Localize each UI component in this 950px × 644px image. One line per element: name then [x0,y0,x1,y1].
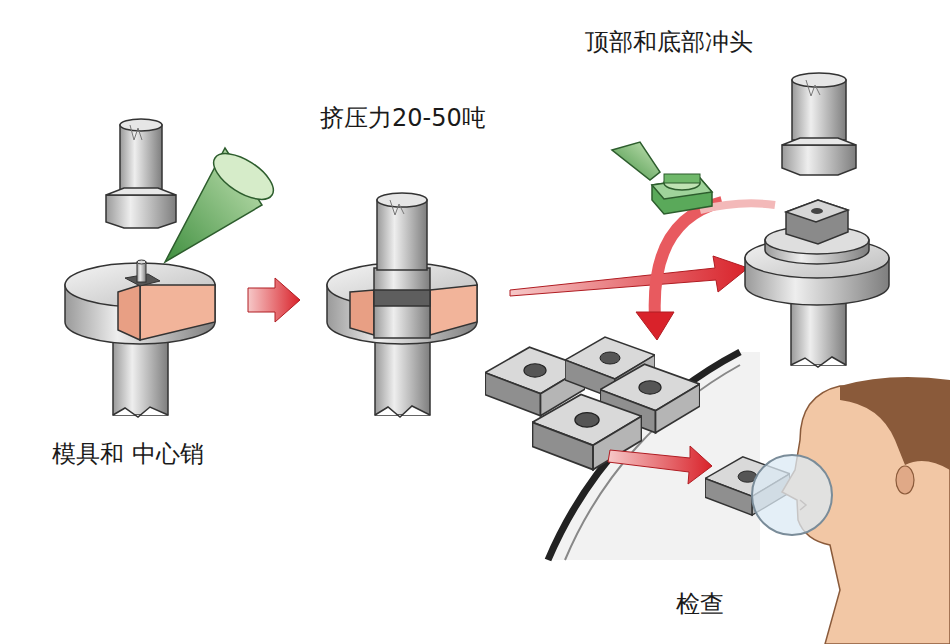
inspection-part [840,377,950,470]
press-3-part [786,200,848,222]
punch-label: 顶部和底部冲头 [585,28,753,57]
pressure-label: 挤压力20-50吨 [320,104,486,133]
press-3-part [792,73,846,87]
step-arrow-part [248,278,300,322]
step-arrow [248,278,300,322]
inspection-part [896,466,914,494]
press-3-part [791,300,846,365]
press-3-part [786,200,848,244]
transfer-arrows-part [655,202,722,318]
punch-1 [106,119,176,228]
die-2-part [374,290,430,306]
inspection-part [608,446,712,484]
die-2-part [374,268,430,338]
die-1 [65,260,215,417]
press-3-part [811,208,823,214]
powder-funnel-part [206,145,280,209]
die-1-part [113,407,168,417]
inspection-part [752,455,832,535]
green-feeder-part [612,142,660,180]
transfer-arrows-part [510,256,748,296]
die-2-part [350,290,374,335]
die-2-part [430,285,477,335]
die-1-part [118,285,140,340]
inspection-label: 检查 [676,590,724,619]
die-2-part [375,406,430,417]
punch-2-part [390,200,404,215]
punch-2-part [377,193,427,207]
inspection [608,377,950,644]
punch-1-part [120,119,162,131]
press-3-part [792,80,846,140]
green-feeder [612,142,712,214]
press-3-part [782,145,856,175]
press-3-part [806,80,820,96]
die-2 [327,263,477,417]
transfer-arrows [510,202,775,340]
green-feeder-part [664,174,700,183]
press-3-part [782,138,856,145]
pressed-inserts [485,337,700,470]
punch-2-part [377,200,427,270]
powder-funnel [165,145,281,262]
transfer-arrows-part [636,312,674,340]
die-1-part [140,285,215,340]
punch-1-part [120,125,162,193]
die-label: 模具和 中心销 [52,440,204,469]
die-1-part [137,260,146,264]
punch-1-part [106,188,176,195]
press-3-part [791,357,846,367]
punch-1-part [130,125,142,140]
press-3 [745,73,889,367]
die-1-part [137,262,146,282]
punch-2 [377,193,427,270]
punch-1-part [106,195,176,228]
